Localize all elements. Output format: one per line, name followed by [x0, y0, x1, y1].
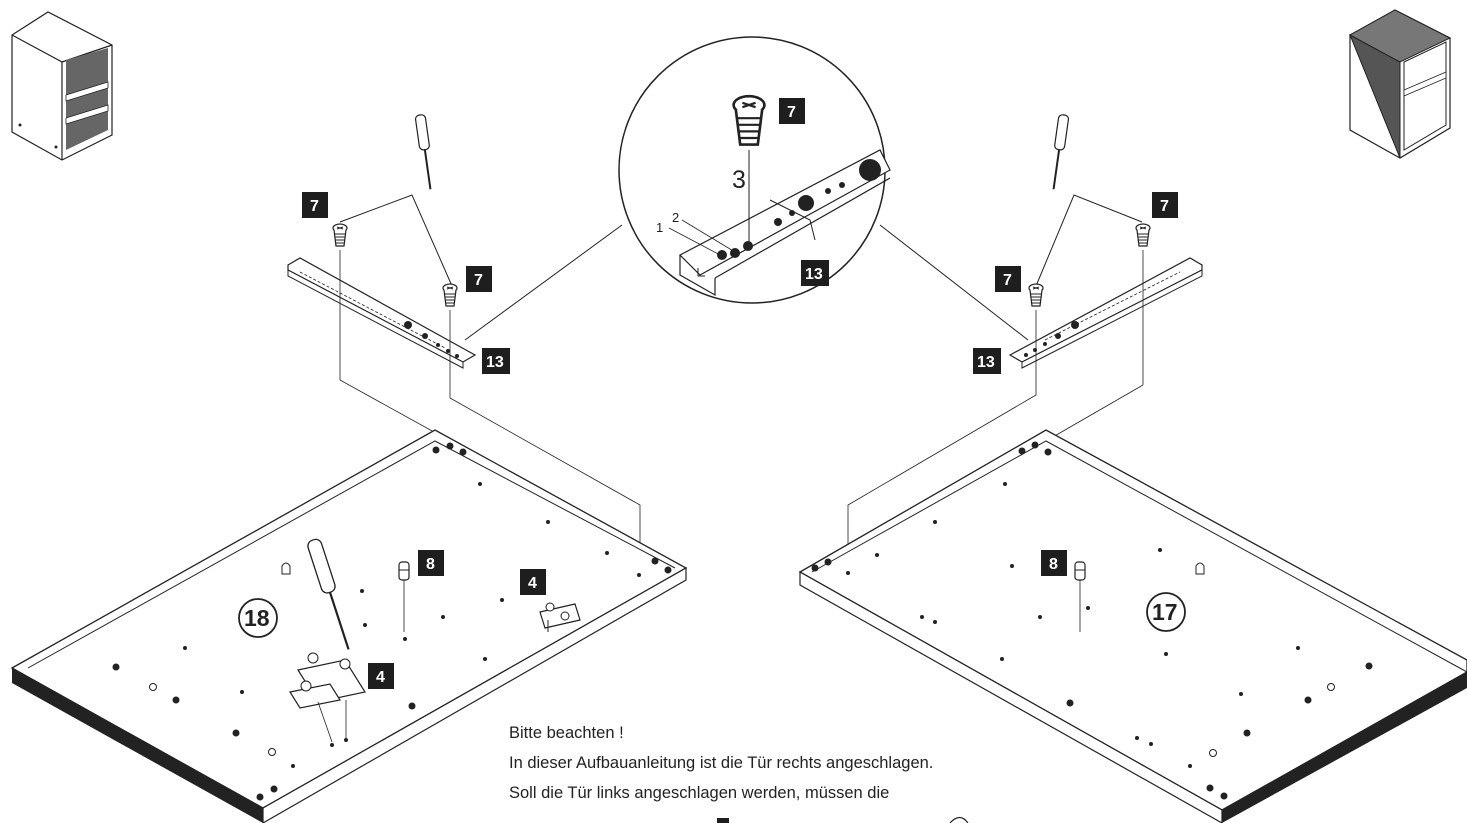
- svg-text:7: 7: [310, 198, 319, 215]
- cabinet-icon-left: [11, 11, 113, 161]
- panel-18: [10, 429, 688, 823]
- note-heading: Bitte beachten !: [509, 724, 624, 742]
- panel-17: [798, 429, 1467, 823]
- svg-text:4: 4: [528, 575, 537, 592]
- screwdriver-icon-right: [1052, 114, 1070, 190]
- screw-icon: [1028, 283, 1044, 307]
- svg-text:8: 8: [1049, 556, 1058, 573]
- part-label-13: 13: [801, 260, 829, 286]
- drawer-rail-left: [287, 257, 477, 369]
- part-label-13: 13: [482, 348, 510, 374]
- part-label-7: 7: [466, 266, 492, 292]
- svg-text:13: 13: [805, 266, 823, 283]
- part-label-4: 4: [368, 663, 394, 689]
- detail-magnifier: [618, 36, 891, 304]
- svg-text:7: 7: [1160, 198, 1169, 215]
- svg-text:4: 4: [376, 669, 385, 686]
- screw-icon: [332, 223, 348, 247]
- screwdriver-icon-left: [414, 114, 432, 190]
- svg-text:7: 7: [1003, 272, 1012, 289]
- svg-text:7: 7: [787, 104, 796, 121]
- detail-hole-2: 2: [672, 210, 679, 225]
- svg-text:13: 13: [486, 354, 504, 371]
- part-label-13: 13: [973, 348, 1001, 374]
- svg-text:7: 7: [474, 272, 483, 289]
- cabinet-icon-right: [1348, 9, 1452, 159]
- hinge-icon: [289, 652, 366, 743]
- hinge-icon: [539, 602, 581, 632]
- part-label-4: 4: [520, 569, 546, 595]
- part-label-7: 7: [302, 192, 328, 218]
- screwdriver-icon-panel: [307, 538, 350, 650]
- dowel-icon: [1074, 561, 1086, 581]
- screw-icon: [442, 283, 458, 307]
- part-label-7: 7: [1152, 192, 1178, 218]
- note-line-2: In dieser Aufbauanleitung ist die Tür re…: [509, 754, 934, 772]
- part-label-8: 8: [418, 550, 444, 576]
- part-label-8: 8: [1041, 550, 1067, 576]
- part-label-7: 7: [779, 98, 805, 124]
- assembly-note: Bitte beachten ! In dieser Aufbauanleitu…: [509, 718, 1109, 808]
- detail-hole-1: 1: [656, 220, 663, 235]
- part-label-7: 7: [995, 266, 1021, 292]
- dowel-icon: [398, 561, 410, 581]
- screw-icon: [1135, 223, 1151, 247]
- drawer-rail-right: [1008, 257, 1203, 369]
- panel-number-18: 18: [244, 605, 270, 631]
- note-line-3: Soll die Tür links angeschlagen werden, …: [509, 784, 890, 802]
- panel-number-17: 17: [1152, 599, 1178, 625]
- detail-hole-3: 3: [732, 166, 746, 194]
- svg-text:8: 8: [426, 556, 435, 573]
- svg-text:13: 13: [977, 354, 995, 371]
